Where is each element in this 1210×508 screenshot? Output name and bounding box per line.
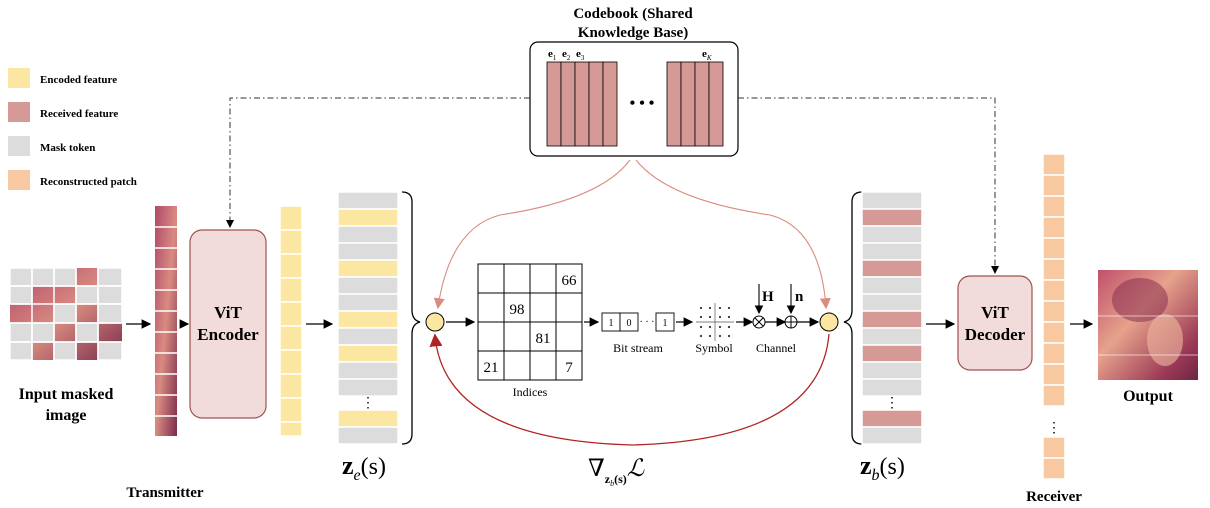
- decoder-label-line1: ViT: [981, 303, 1009, 322]
- legend-label-received: Received feature: [40, 108, 118, 120]
- encoder-link-arrowhead: [226, 220, 234, 228]
- input-label-line1: Input masked: [19, 386, 114, 403]
- channel-n: n: [795, 289, 804, 305]
- constellation-point: [699, 334, 703, 338]
- vit-decoder: ViT Decoder: [957, 275, 1033, 371]
- index-cell: 7: [565, 360, 573, 376]
- codebook: Codebook (Shared Knowledge Base) • • • e…: [529, 6, 739, 157]
- output-image: Output: [1098, 270, 1198, 405]
- bit-1: 0: [627, 318, 632, 329]
- codebook-dots: • • •: [630, 95, 655, 112]
- bit-0: 1: [609, 318, 614, 329]
- channel-block: H n Channel: [752, 284, 804, 355]
- zb-brace: [843, 191, 863, 445]
- codebook-arc-left: [433, 159, 631, 310]
- legend-swatch-reconstructed: [8, 170, 30, 190]
- constellation-point: [727, 315, 731, 319]
- zb-label: zb(s): [860, 451, 905, 484]
- indices-grid: 66 98 81 21 7 Indices: [477, 263, 583, 399]
- constellation-point: [708, 325, 712, 329]
- constellation-point: [708, 306, 712, 310]
- mask-grid: [9, 267, 123, 361]
- receiver-label: Receiver: [1026, 489, 1082, 505]
- codebook-vectors-left: [546, 61, 618, 147]
- codebook-e3-label: e3: [576, 48, 585, 62]
- channel-H: H: [762, 289, 774, 305]
- codebook-title-line1: Codebook (Shared: [573, 6, 693, 22]
- index-cell: 81: [536, 331, 551, 347]
- codebook-to-encoder-line: [229, 97, 530, 226]
- codebook-e2-label: e2: [562, 48, 571, 62]
- encoder-label-line1: ViT: [214, 303, 242, 322]
- bit-dots: · · ·: [640, 317, 655, 328]
- input-label-line2: image: [46, 407, 87, 424]
- encoder-label-line2: Encoder: [197, 325, 259, 344]
- symbol-label: Symbol: [695, 341, 733, 355]
- legend-swatch-received: [8, 102, 30, 122]
- constellation-point: [708, 334, 712, 338]
- channel-label: Channel: [756, 341, 797, 355]
- legend: Encoded feature Received feature Mask to…: [8, 68, 137, 190]
- codebook-eK-label: eK: [702, 48, 712, 62]
- reconstructed-vdots: ⋮: [1047, 421, 1061, 436]
- decoder-label-line2: Decoder: [965, 325, 1026, 344]
- codebook-vectors-right: [666, 61, 724, 147]
- constellation-point: [718, 306, 722, 310]
- index-cell: 98: [510, 302, 525, 318]
- ze-label: ze(s): [342, 451, 386, 484]
- encoded-features-column: [279, 205, 303, 437]
- gradient-label: ∇zb(s)ℒ: [588, 456, 645, 488]
- constellation-point: [727, 325, 731, 329]
- ze-brace: [401, 191, 421, 445]
- reconstructed-patches-column: [1042, 153, 1066, 480]
- zb-column: [861, 191, 923, 445]
- codebook-title-line2: Knowledge Base): [578, 25, 688, 41]
- constellation-point: [699, 325, 703, 329]
- legend-swatch-mask: [8, 136, 30, 156]
- index-cell: 66: [562, 273, 578, 289]
- constellation-point: [727, 334, 731, 338]
- legend-swatch-encoded: [8, 68, 30, 88]
- gradient-backprop-arc: [429, 333, 830, 446]
- visible-patches-column: [155, 206, 177, 436]
- constellation-point: [727, 306, 731, 310]
- codebook-arc-right: [635, 159, 831, 310]
- bitstream-label: Bit stream: [613, 341, 663, 355]
- indices-label: Indices: [513, 385, 548, 399]
- legend-label-mask: Mask token: [40, 142, 95, 154]
- constellation-point: [699, 306, 703, 310]
- symbol-constellation: Symbol: [695, 303, 734, 355]
- output-label: Output: [1123, 388, 1173, 405]
- input-masked-image: Input masked image: [9, 267, 123, 424]
- codebook-link-lines: [229, 97, 996, 272]
- index-cell: 21: [484, 360, 499, 376]
- zb-vdots: ⋮: [885, 396, 899, 411]
- transmitter-label: Transmitter: [126, 485, 204, 501]
- codebook-e1-label: e1: [548, 48, 557, 62]
- bit-stream: 1 0 · · · 1 Bit stream: [601, 312, 675, 355]
- decoder-link-arrowhead: [991, 266, 999, 274]
- bit-last: 1: [663, 318, 668, 329]
- constellation-point: [699, 315, 703, 319]
- constellation-point: [718, 315, 722, 319]
- codebook-to-decoder-line: [738, 97, 996, 272]
- vit-encoder: ViT Encoder: [189, 229, 267, 419]
- ze-column: [337, 191, 399, 445]
- quantizer-node-left: [425, 312, 445, 332]
- constellation-point: [708, 315, 712, 319]
- ze-vdots: ⋮: [361, 396, 375, 411]
- constellation-point: [718, 325, 722, 329]
- legend-label-reconstructed: Reconstructed patch: [40, 176, 137, 188]
- constellation-point: [718, 334, 722, 338]
- legend-label-encoded: Encoded feature: [40, 74, 117, 86]
- dequantizer-node-right: [819, 312, 839, 332]
